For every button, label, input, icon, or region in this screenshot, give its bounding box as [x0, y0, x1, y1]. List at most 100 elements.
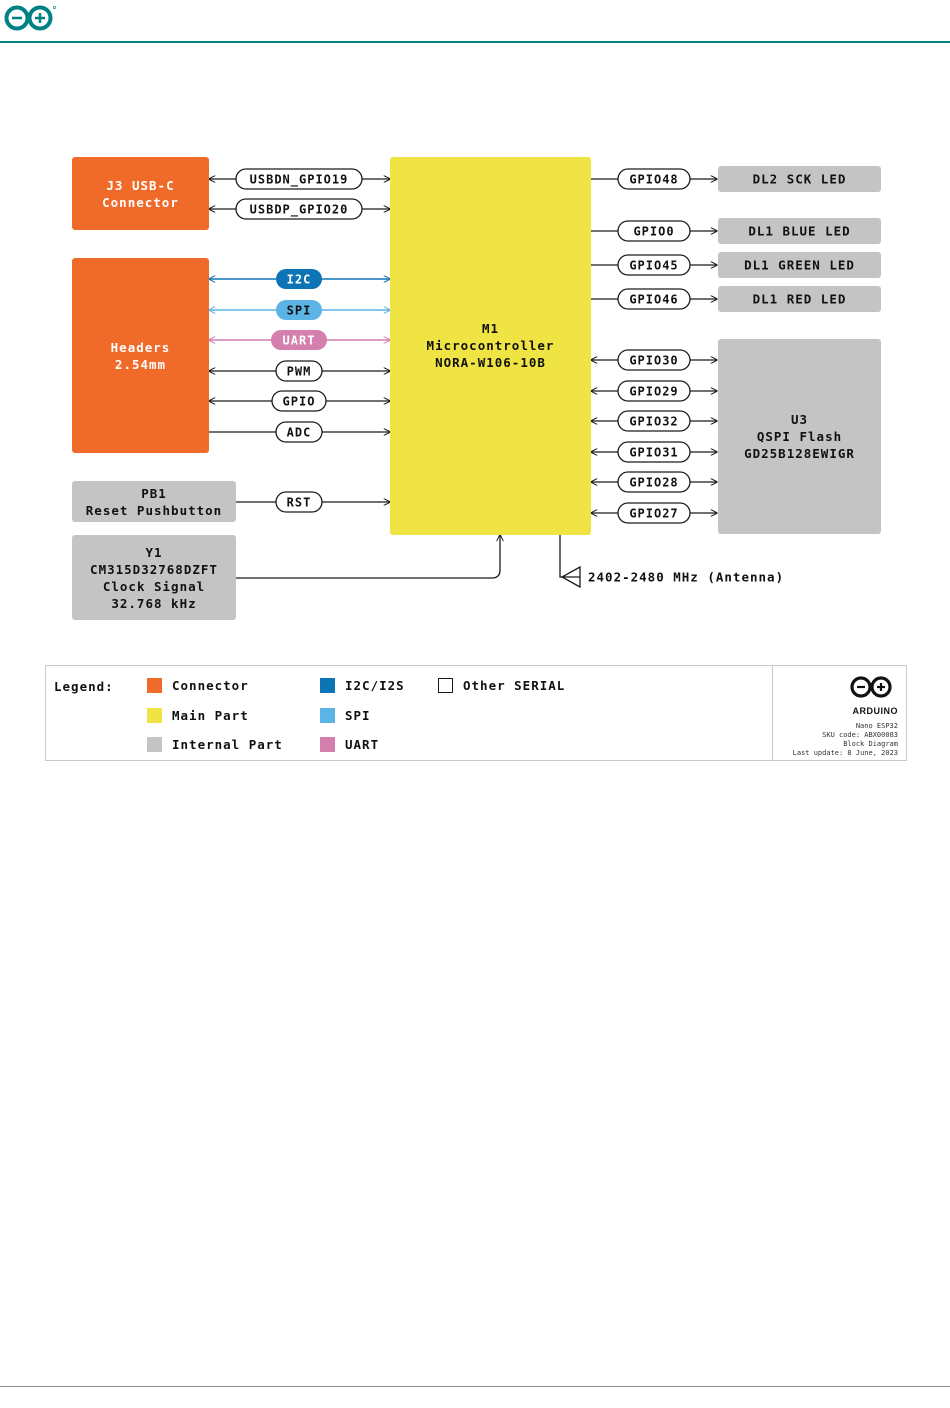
signal-label-i2c: I2C — [287, 273, 312, 287]
signal-pill-gpio27: GPIO27 — [617, 502, 691, 524]
headers-block-line-1: Headers — [111, 340, 171, 355]
signal-label-gpio46: GPIO46 — [629, 293, 678, 307]
signal-label-uart: UART — [283, 334, 316, 348]
usb-block-line-2: Connector — [102, 195, 179, 210]
signal-label-gpio32: GPIO32 — [629, 415, 678, 429]
led-sck-label: DL2 SCK LED — [753, 172, 847, 187]
signal-label-usbdn: USBDN_GPIO19 — [250, 173, 349, 188]
signal-pill-rst: RST — [275, 491, 323, 513]
flash-block-line-2: QSPI Flash — [757, 429, 842, 444]
led-red-block: DL1 RED LED — [718, 286, 881, 312]
header-rule — [0, 41, 950, 43]
arduino-logo-icon[interactable] — [2, 4, 58, 36]
footer-rule — [0, 1386, 950, 1387]
page-header — [0, 0, 950, 44]
signal-label-pwm: PWM — [287, 365, 312, 379]
legend: Legend: Connector Main Part Internal Par… — [45, 665, 907, 761]
flash-block-line-1: U3 — [791, 412, 808, 427]
signal-label-gpio27: GPIO27 — [629, 507, 678, 521]
led-sck-block: DL2 SCK LED — [718, 166, 881, 192]
reset-block-line-1: PB1 — [141, 486, 167, 501]
antenna-label: 2402-2480 MHz (Antenna) — [588, 570, 784, 585]
legend-divider — [772, 666, 773, 760]
signal-label-gpio48: GPIO48 — [629, 173, 678, 187]
signal-pill-gpio32: GPIO32 — [617, 410, 691, 432]
signal-pill-gpio31: GPIO31 — [617, 441, 691, 463]
signal-pill-gpio: GPIO — [271, 390, 327, 412]
legend-item-internal-part: Internal Part — [147, 737, 283, 752]
signal-label-usbdp: USBDP_GPIO20 — [250, 203, 349, 218]
signal-pill-gpio46: GPIO46 — [617, 288, 691, 310]
legend-item-spi: SPI — [320, 708, 371, 723]
led-red-label: DL1 RED LED — [753, 292, 847, 307]
brand-doc-type: Block Diagram — [843, 740, 898, 748]
signal-pill-usbdn: USBDN_GPIO19 — [235, 168, 363, 190]
legend-item-uart: UART — [320, 737, 379, 752]
i2c-swatch — [320, 678, 335, 693]
led-green-label: DL1 GREEN LED — [744, 258, 855, 273]
legend-label-other-serial: Other SERIAL — [463, 678, 566, 693]
mcu-block-line-1: M1 — [482, 321, 499, 336]
signal-pill-gpio45: GPIO45 — [617, 254, 691, 276]
clock-line — [236, 535, 500, 579]
mcu-block-line-2: Microcontroller — [427, 338, 555, 353]
clock-block-line-3: Clock Signal — [103, 579, 205, 594]
reset-block-line-2: Reset Pushbutton — [86, 503, 222, 518]
mcu-block-line-3: NORA-W106-10B — [435, 355, 546, 370]
flash-block: U3 QSPI Flash GD25B128EWIGR — [718, 339, 881, 534]
main-part-swatch — [147, 708, 162, 723]
legend-label-connector: Connector — [172, 678, 249, 693]
led-green-block: DL1 GREEN LED — [718, 252, 881, 278]
flash-block-line-3: GD25B128EWIGR — [744, 446, 855, 461]
clock-block-line-1: Y1 — [145, 545, 162, 560]
signal-label-gpio28: GPIO28 — [629, 476, 678, 490]
spi-swatch — [320, 708, 335, 723]
led-blue-label: DL1 BLUE LED — [748, 224, 850, 239]
headers-block-line-2: 2.54mm — [115, 357, 166, 372]
legend-item-connector: Connector — [147, 678, 249, 693]
brand-sku: SKU code: ABX00083 — [822, 731, 898, 739]
brand-block: ARDUINO Nano ESP32 SKU code: ABX00083 Bl… — [793, 674, 898, 758]
usb-block-line-1: J3 USB-C — [106, 178, 174, 193]
reset-button-block: PB1 Reset Pushbutton — [72, 481, 236, 522]
signal-pill-gpio0: GPIO0 — [617, 220, 691, 242]
legend-item-i2c: I2C/I2S — [320, 678, 405, 693]
block-diagram: J3 USB-C Connector Headers 2.54mm PB1 Re… — [72, 157, 881, 620]
clock-block: Y1 CM315D32768DZFT Clock Signal 32.768 k… — [72, 535, 236, 620]
signal-pill-usbdp: USBDP_GPIO20 — [235, 198, 363, 220]
signal-pill-adc: ADC — [275, 421, 323, 443]
legend-label-internal-part: Internal Part — [172, 737, 283, 752]
antenna-icon — [560, 565, 581, 589]
other-serial-swatch — [438, 678, 453, 693]
legend-label-main-part: Main Part — [172, 708, 249, 723]
brand-last-update: Last update: 8 June, 2023 — [792, 749, 898, 757]
signal-label-gpio31: GPIO31 — [629, 446, 678, 460]
microcontroller-block: M1 Microcontroller NORA-W106-10B — [390, 157, 591, 535]
signal-label-adc: ADC — [287, 426, 312, 440]
signal-label-gpio29: GPIO29 — [629, 385, 678, 399]
signal-pill-i2c: I2C — [276, 269, 322, 289]
legend-item-other-serial: Other SERIAL — [438, 678, 565, 693]
legend-label-uart: UART — [345, 737, 380, 752]
signal-pill-pwm: PWM — [275, 360, 323, 382]
connector-swatch — [147, 678, 162, 693]
antenna-label-group: 2402-2480 MHz (Antenna) — [588, 570, 784, 585]
signal-label-rst: RST — [287, 496, 312, 510]
legend-label-i2c: I2C/I2S — [345, 678, 405, 693]
brand-name: ARDUINO — [852, 706, 898, 716]
clock-block-line-4: 32.768 kHz — [111, 596, 196, 611]
uart-swatch — [320, 737, 335, 752]
signal-pill-gpio30: GPIO30 — [617, 349, 691, 371]
signal-label-gpio30: GPIO30 — [629, 354, 678, 368]
brand-product: Nano ESP32 — [855, 722, 898, 730]
signal-label-gpio: GPIO — [283, 395, 316, 409]
signal-label-gpio0: GPIO0 — [633, 225, 674, 239]
internal-part-swatch — [147, 737, 162, 752]
clock-block-line-2: CM315D32768DZFT — [90, 562, 218, 577]
legend-title: Legend: — [54, 679, 114, 694]
signal-pill-gpio48: GPIO48 — [617, 168, 691, 190]
signal-label-gpio45: GPIO45 — [629, 259, 678, 273]
signal-pill-uart: UART — [271, 330, 327, 350]
legend-item-main-part: Main Part — [147, 708, 249, 723]
led-blue-block: DL1 BLUE LED — [718, 218, 881, 244]
